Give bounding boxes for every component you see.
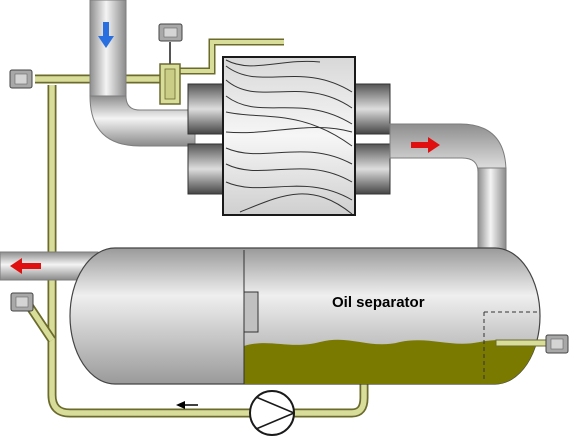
- line-sensor-icon: [9, 69, 33, 89]
- separator-label: Oil separator: [332, 294, 425, 311]
- inlet-flow-arrow: [98, 22, 114, 48]
- diagonal-sensor-icon: [10, 292, 34, 312]
- discharge-pipe: [389, 123, 507, 253]
- discharge-flow-arrow: [411, 137, 440, 153]
- level-sensor-icon: [545, 334, 569, 354]
- screw-rotors-icon: [225, 59, 353, 215]
- oil-separator-tank: Oil separator: [69, 247, 541, 385]
- pump-icon: [249, 390, 295, 436]
- inlet-valve: [159, 42, 181, 105]
- level-sensor: [495, 339, 547, 347]
- valve-sensor-icon: [158, 23, 183, 42]
- outlet-flow-arrow: [10, 258, 41, 274]
- oil-return-line: [24, 38, 369, 418]
- screw-compressor: [187, 56, 391, 216]
- oil-flow-arrow: [176, 401, 198, 409]
- oil-level: [244, 339, 540, 384]
